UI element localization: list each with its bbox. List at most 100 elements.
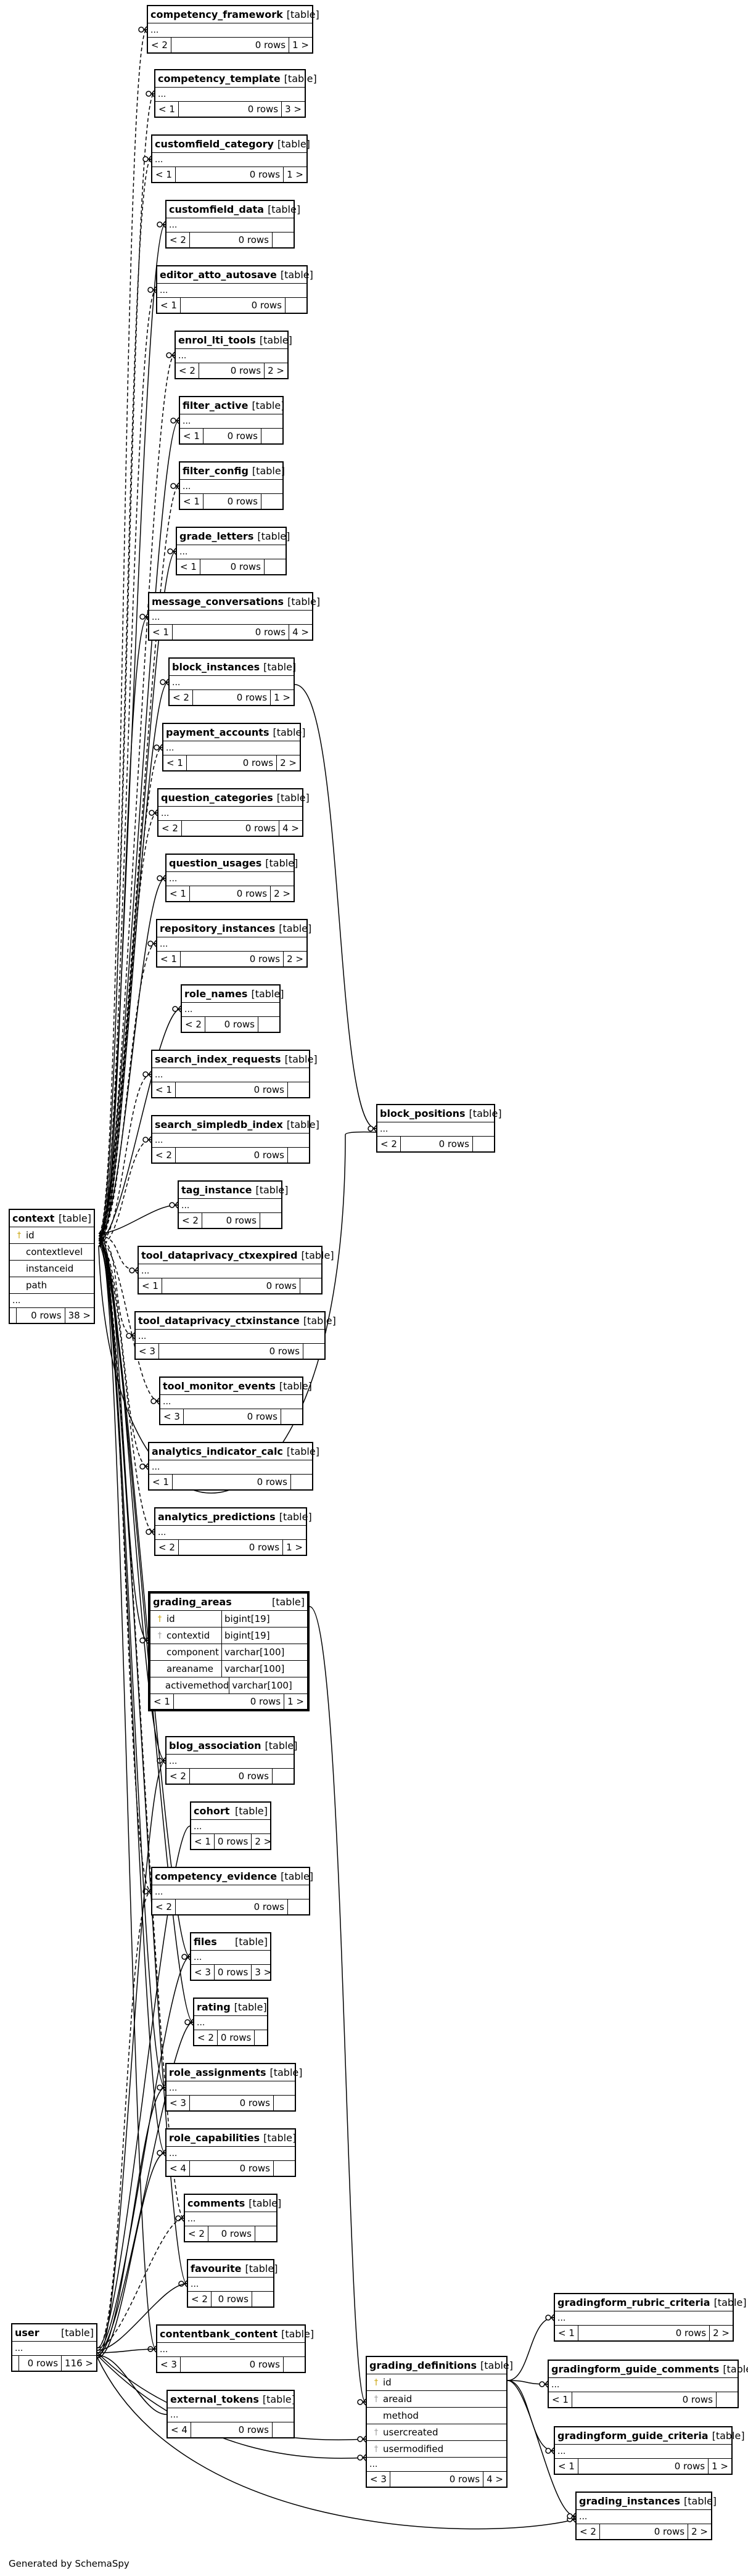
row-count[interactable]: 0 rows — [578, 2326, 710, 2340]
parents-count[interactable]: < 2 — [155, 1540, 179, 1555]
parents-count[interactable]: < 1 — [157, 298, 181, 313]
parents-count[interactable]: < 1 — [555, 2326, 578, 2340]
table-name[interactable]: files — [194, 1936, 217, 1948]
children-count[interactable]: 2 > — [691, 2526, 708, 2537]
parents-count[interactable]: < 2 — [176, 363, 199, 378]
row-count[interactable]: 0 rows — [190, 1769, 273, 1784]
parents-count[interactable]: < 1 — [152, 1082, 176, 1097]
table-name[interactable]: favourite — [191, 2263, 242, 2274]
table-name[interactable]: filter_active — [183, 400, 249, 411]
row-count[interactable]: 0 rows — [208, 2226, 255, 2241]
table-name[interactable]: analytics_predictions — [158, 1511, 276, 1523]
parents-count[interactable]: < 1 — [191, 1834, 215, 1849]
parents-count[interactable]: < 1 — [139, 1278, 162, 1293]
row-count[interactable]: 0 rows — [600, 2524, 689, 2539]
parents-count[interactable]: < 2 — [148, 38, 171, 52]
table-name[interactable]: user — [15, 2327, 39, 2339]
table-name[interactable]: block_positions — [380, 1108, 466, 1119]
table-gradingform-guide-comments[interactable]: gradingform_guide_comments[table]...< 10… — [548, 2360, 748, 2408]
row-count[interactable]: 0 rows — [215, 1965, 252, 1980]
table-name[interactable]: competency_evidence — [155, 1870, 277, 1882]
column-usermodified[interactable]: †usermodified — [367, 2441, 506, 2458]
row-count[interactable]: 0 rows — [191, 2422, 273, 2437]
children-count[interactable]: 2 > — [280, 757, 297, 768]
parents-count[interactable]: < 1 — [549, 2392, 572, 2407]
parents-count[interactable]: < 2 — [152, 1899, 176, 1914]
column-instanceid[interactable]: instanceid — [10, 1261, 94, 1277]
table-name[interactable]: contentbank_content — [160, 2328, 278, 2340]
column-method[interactable]: method — [367, 2408, 506, 2424]
children-count[interactable]: 1 > — [292, 39, 309, 51]
row-count[interactable]: 0 rows — [181, 952, 284, 966]
table-name[interactable]: tool_monitor_events — [163, 1380, 276, 1392]
column-id[interactable]: †id — [10, 1227, 94, 1244]
parents-count[interactable]: < 3 — [136, 1344, 159, 1359]
table-name[interactable]: gradingform_guide_comments — [551, 2363, 720, 2375]
children-count[interactable]: 2 > — [255, 1836, 272, 1847]
parents-count[interactable]: < 3 — [160, 1409, 184, 1424]
children-count[interactable]: 1 > — [286, 1542, 303, 1553]
row-count[interactable]: 0 rows — [182, 821, 280, 836]
table-gradingform-rubric-criteria[interactable]: gradingform_rubric_criteria[table]...< 1… — [554, 2293, 747, 2342]
row-count[interactable]: 0 rows — [200, 559, 265, 574]
row-count[interactable]: 0 rows — [205, 1017, 258, 1032]
table-name[interactable]: search_index_requests — [155, 1053, 281, 1065]
row-count[interactable]: 0 rows — [401, 1137, 473, 1151]
row-count[interactable]: 0 rows — [202, 1213, 260, 1228]
column-path[interactable]: path — [10, 1277, 94, 1294]
column-contextlevel[interactable]: contextlevel — [10, 1244, 94, 1261]
row-count[interactable]: 0 rows — [218, 2030, 255, 2045]
parents-count[interactable]: < 1 — [177, 559, 200, 574]
table-name[interactable]: external_tokens — [170, 2393, 259, 2405]
table-name[interactable]: competency_framework — [150, 9, 283, 20]
children-count[interactable]: 4 > — [282, 823, 299, 834]
row-count[interactable]: 0 rows — [578, 2459, 709, 2474]
table-name[interactable]: blog_association — [169, 1740, 261, 1751]
row-count[interactable]: 0 rows — [176, 167, 284, 182]
parents-count[interactable]: < 1 — [163, 755, 187, 770]
row-count[interactable]: 0 rows — [215, 1834, 252, 1849]
table-name[interactable]: tool_dataprivacy_ctxexpired — [141, 1249, 298, 1261]
parents-count[interactable]: < 3 — [166, 2096, 190, 2110]
parents-count[interactable]: < 2 — [577, 2524, 600, 2539]
parents-count[interactable]: < 2 — [377, 1137, 401, 1151]
table-name[interactable]: filter_config — [183, 465, 249, 477]
parents-count[interactable]: < 1 — [149, 625, 173, 640]
row-count[interactable]: 0 rows — [173, 625, 290, 640]
table-name[interactable]: grading_definitions — [369, 2360, 477, 2371]
table-name[interactable]: gradingform_guide_criteria — [557, 2430, 709, 2442]
parents-count[interactable]: < 3 — [191, 1965, 215, 1980]
row-count[interactable]: 0 rows — [162, 1278, 300, 1293]
table-name[interactable]: search_simpledb_index — [155, 1119, 283, 1130]
row-count[interactable]: 0 rows — [203, 494, 261, 509]
table-name[interactable]: gradingform_rubric_criteria — [557, 2297, 710, 2308]
children-count[interactable]: 2 > — [713, 2327, 730, 2339]
column-id[interactable]: †id — [367, 2374, 506, 2391]
parents-count[interactable]: < 2 — [194, 2030, 218, 2045]
children-count[interactable]: 3 > — [285, 104, 302, 115]
row-count[interactable]: 0 rows — [174, 1694, 285, 1709]
row-count[interactable]: 0 rows — [179, 1540, 284, 1555]
parents-count[interactable]: < 1 — [155, 102, 179, 117]
table-name[interactable]: role_names — [184, 988, 248, 1000]
parents-count[interactable]: < 1 — [180, 494, 203, 509]
